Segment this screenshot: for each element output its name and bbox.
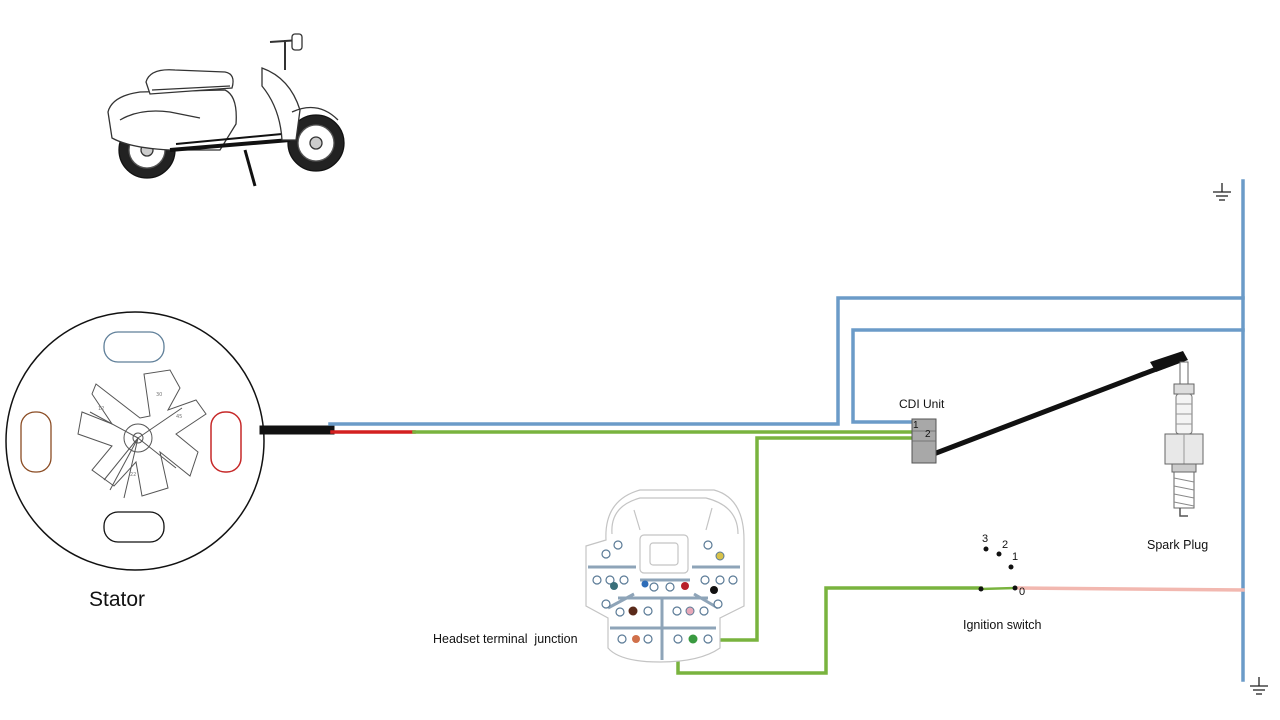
headset-junction-label: Headset terminal junction: [433, 632, 578, 646]
cdi-pin-2-label: 2: [925, 429, 931, 440]
stator-coil-top: [103, 331, 165, 363]
wires: [259, 179, 1245, 682]
blue-wire-cdi-to-earth: [851, 328, 1245, 424]
headset-terminal-junction: [585, 489, 745, 663]
switch-position-1-label: 1: [1012, 551, 1019, 563]
switch-position-3-label: 3: [982, 533, 989, 545]
spark-plug-label: Spark Plug: [1147, 538, 1209, 552]
svg-text:30: 30: [156, 392, 162, 398]
ht-lead: [927, 356, 1184, 459]
stator-label: Stator: [89, 588, 146, 611]
switch-contact-3: [983, 546, 989, 552]
svg-text:45: 45: [176, 414, 182, 420]
svg-text:12: 12: [98, 406, 104, 412]
green-wire-cdi-to-headset: [691, 436, 914, 642]
stator-coil-bottom: [103, 511, 165, 543]
ignition-switch-label: Ignition switch: [963, 618, 1042, 632]
stator-coil-right: [210, 411, 242, 473]
switch-pivot: [978, 586, 984, 592]
switch-position-2-label: 2: [1002, 539, 1009, 551]
stator-coil-left: [20, 411, 52, 473]
ignition-switch: [978, 546, 1018, 592]
cdi-unit: [911, 418, 937, 464]
spark-plug: [1150, 351, 1204, 517]
stator-plate-drawing: 12 30 45 22: [77, 369, 207, 499]
switch-position-0-label: 0: [1019, 586, 1026, 598]
ignition-switch-lever: [979, 586, 1016, 591]
green-wire-headset-to-switch: [676, 586, 983, 675]
svg-text:22: 22: [130, 472, 136, 478]
cdi-pin-1-label: 1: [913, 420, 919, 431]
earth-symbol-bottom: [1250, 677, 1268, 695]
stator: 12 30 45 22: [5, 311, 265, 571]
switch-contact-2: [996, 551, 1002, 557]
scooter-illustration: [107, 33, 345, 187]
plug-cap: [1150, 351, 1188, 372]
switch-contact-0: [1012, 585, 1018, 591]
switch-contact-1: [1008, 564, 1014, 570]
blue-wire-stator-to-earth: [328, 296, 1245, 426]
earth-symbol-top: [1213, 183, 1231, 201]
pink-wire-switch-to-earth: [1015, 586, 1245, 592]
cdi-unit-label: CDI Unit: [899, 397, 945, 411]
